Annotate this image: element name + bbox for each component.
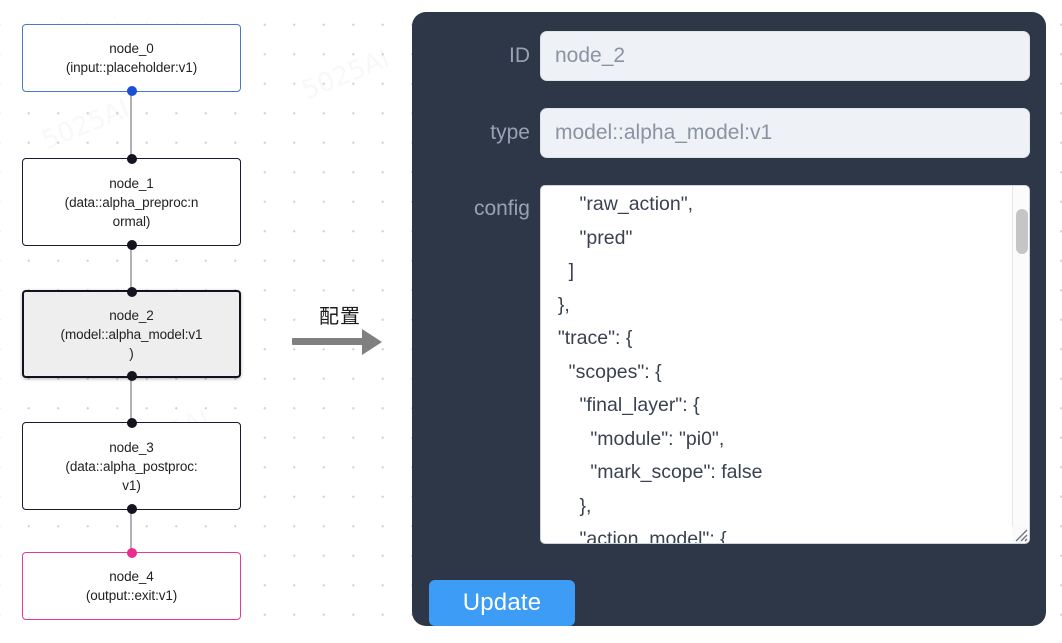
graph-node-node_1[interactable]: node_1 (data::alpha_preproc:n ormal)	[22, 154, 241, 250]
watermark: 5025AI	[297, 43, 394, 107]
config-textarea[interactable]	[541, 186, 999, 543]
graph-node-node_3[interactable]: node_3 (data::alpha_postproc: v1)	[22, 418, 241, 514]
field-row-type: type	[412, 108, 1030, 158]
graph-node-node_0[interactable]: node_0 (input::placeholder:v1)	[22, 24, 241, 96]
graph-node-label: node_3 (data::alpha_postproc: v1)	[65, 439, 198, 493]
config-field-label: config	[473, 197, 530, 220]
id-field-input[interactable]	[540, 31, 1030, 81]
edge-node_3-node_4	[130, 510, 132, 552]
graph-node-node_4[interactable]: node_4 (output::exit:v1)	[22, 548, 241, 620]
resize-handle-icon[interactable]	[1012, 526, 1029, 543]
type-field-input[interactable]	[540, 108, 1030, 158]
id-field-label: ID	[509, 44, 530, 67]
edge-node_1-node_2	[130, 244, 132, 289]
node-handle-source[interactable]	[126, 86, 137, 96]
arrow-head-icon	[362, 328, 382, 355]
node-handle-source[interactable]	[126, 371, 137, 381]
node-handle-source[interactable]	[126, 504, 137, 514]
graph-node-label: node_2 (model::alpha_model:v1 )	[60, 307, 203, 361]
graph-node-node_2[interactable]: node_2 (model::alpha_model:v1 )	[22, 287, 241, 381]
type-field-label: type	[490, 121, 530, 144]
config-textarea-wrapper	[540, 185, 1030, 544]
graph-node-label: node_1 (data::alpha_preproc:n ormal)	[64, 175, 199, 229]
graph-node-label: node_4 (output::exit:v1)	[85, 569, 178, 603]
node-handle-target[interactable]	[126, 287, 137, 297]
edge-node_0-node_1	[130, 90, 132, 160]
field-row-id: ID	[412, 31, 1030, 81]
transition-label: 配置	[319, 304, 361, 328]
transition-arrow-group: 配置	[290, 300, 390, 360]
watermark: 5025AI	[37, 93, 134, 157]
edge-node_2-node_3	[130, 376, 132, 420]
node-handle-target[interactable]	[126, 548, 137, 558]
node-handle-source[interactable]	[126, 240, 137, 250]
config-scrollbar-track[interactable]	[1012, 186, 1029, 543]
node-handle-target[interactable]	[126, 154, 137, 164]
arrow-shaft	[292, 338, 364, 345]
config-scrollbar-thumb[interactable]	[1015, 209, 1028, 254]
graph-node-label: node_0 (input::placeholder:v1)	[65, 41, 198, 75]
node-handle-target[interactable]	[126, 418, 137, 428]
update-button[interactable]: Update	[429, 580, 575, 626]
